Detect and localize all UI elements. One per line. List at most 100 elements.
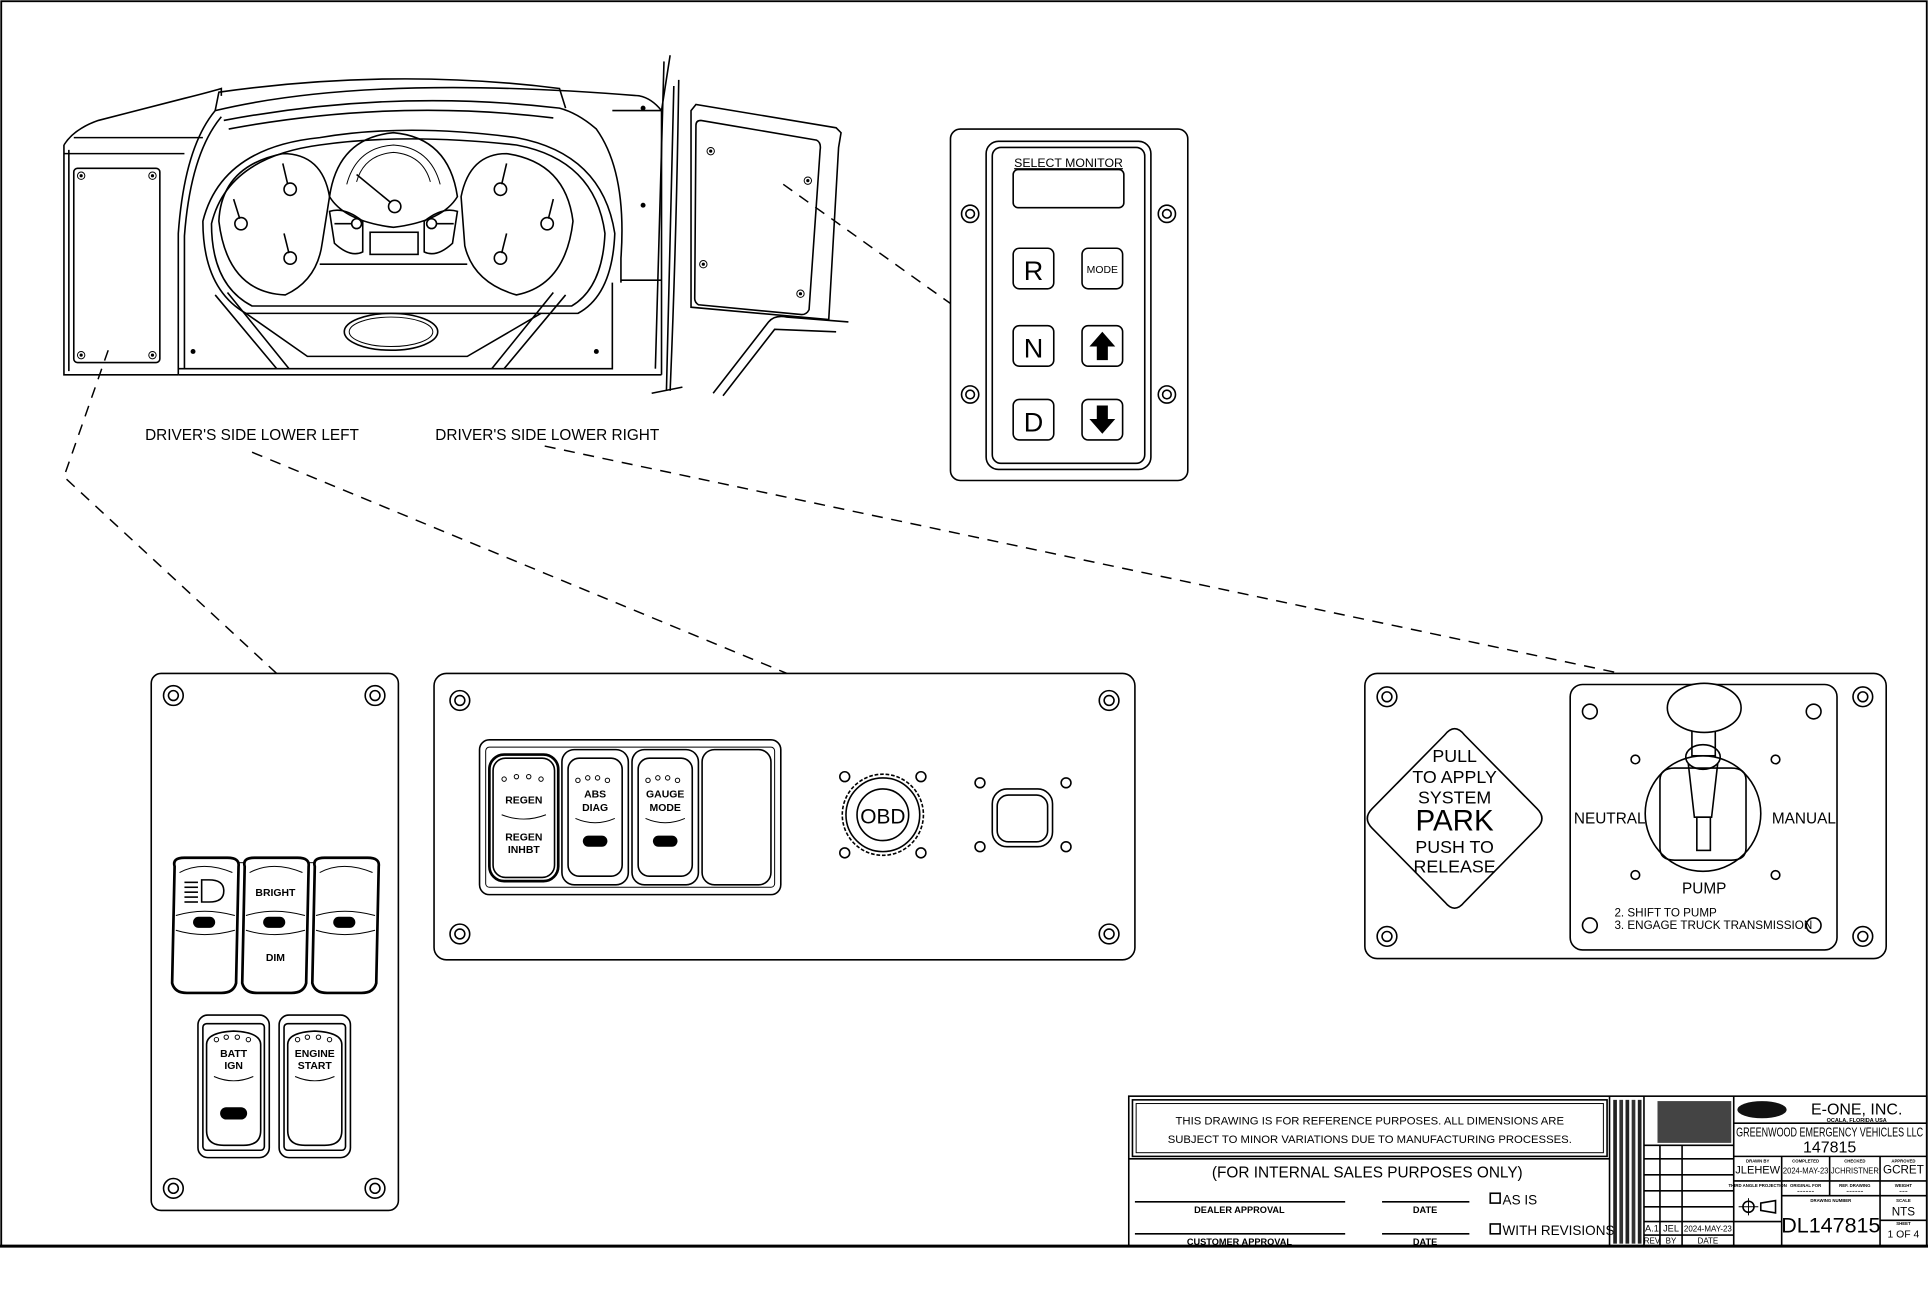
- diagnostic-connector[interactable]: [974, 777, 1072, 853]
- headlight-icon: [184, 879, 225, 903]
- company-name: E-ONE, INC.: [1811, 1102, 1902, 1119]
- obd-port[interactable]: OBD: [839, 770, 927, 859]
- scale-label: SCALE: [1896, 1198, 1911, 1203]
- weight-label: WEIGHT: [1895, 1183, 1913, 1188]
- bright-dim-rocker-switch[interactable]: BRIGHT DIM: [240, 856, 311, 995]
- customer-date-label: DATE: [1413, 1237, 1437, 1247]
- revision-rev: A.1: [1645, 1223, 1659, 1233]
- gauge-mode-switch[interactable]: GAUGE MODE: [631, 748, 700, 886]
- shift-button-d-label: D: [1024, 407, 1044, 437]
- original-for-label: ORIGINAL FOR: [1790, 1183, 1822, 1188]
- regen-label: REGEN: [505, 796, 542, 807]
- park-brake-knob[interactable]: PULL TO APPLY SYSTEM PARK PUSH TO RELEAS…: [1366, 727, 1543, 909]
- shift-button-r[interactable]: R: [1012, 247, 1055, 290]
- select-monitor-panel: SELECT MONITOR R MODE N D: [949, 128, 1189, 482]
- shift-down-button[interactable]: [1081, 398, 1124, 441]
- shift-button-r-label: R: [1024, 256, 1044, 286]
- label-lower-left: DRIVER'S SIDE LOWER LEFT: [145, 427, 359, 444]
- customer-name: GREENWOOD EMERGENCY VEHICLES LLC: [1736, 1125, 1923, 1140]
- fine-print-strip: [1613, 1099, 1642, 1244]
- e-one-logo: [1737, 1101, 1787, 1119]
- batt-ign-rocker-switch[interactable]: BATT IGN: [197, 1014, 271, 1159]
- as-is-label: AS IS: [1503, 1192, 1538, 1207]
- select-monitor-title: SELECT MONITOR: [1014, 156, 1123, 170]
- label-lower-right: DRIVER'S SIDE LOWER RIGHT: [435, 427, 660, 444]
- scale-value: NTS: [1892, 1205, 1916, 1218]
- internal-sales-note: (FOR INTERNAL SALES PURPOSES ONLY): [1212, 1164, 1523, 1181]
- shift-button-d[interactable]: D: [1012, 398, 1055, 441]
- job-number: 147815: [1803, 1140, 1856, 1157]
- arrow-up-icon: [1089, 331, 1116, 361]
- right-gauge-face: [460, 152, 574, 296]
- regen-inhbt-line1: REGEN: [505, 833, 542, 844]
- disclaimer-line-2: SUBJECT TO MINOR VARIATIONS DUE TO MANUF…: [1168, 1134, 1572, 1146]
- engine-start-rocker-switch[interactable]: ENGINE START: [278, 1014, 352, 1159]
- headlight-rocker-switch[interactable]: [170, 856, 240, 995]
- drawn-by-label: DRAWN BY: [1746, 1159, 1770, 1164]
- as-is-checkbox[interactable]: AS IS: [1489, 1192, 1538, 1207]
- shift-button-n[interactable]: N: [1012, 324, 1055, 368]
- park-text-system: SYSTEM: [1418, 788, 1491, 808]
- shift-up-button[interactable]: [1081, 324, 1124, 368]
- lower-right-access-panel: [693, 119, 822, 316]
- customer-approval-label: CUSTOMER APPROVAL: [1187, 1237, 1293, 1247]
- engine-label: ENGINE: [295, 1049, 335, 1060]
- rev-header: REV: [1644, 1237, 1661, 1246]
- original-for: ------: [1797, 1185, 1814, 1195]
- third-angle-projection-icon: [1738, 1198, 1777, 1216]
- sheet-label: SHEET: [1896, 1221, 1911, 1226]
- pto-pump-label: PUMP: [1682, 880, 1726, 897]
- with-revisions-label: WITH REVISIONS: [1503, 1223, 1615, 1238]
- projection-label: THIRD ANGLE PROJECTION: [1729, 1183, 1787, 1188]
- cluster-display: [369, 231, 419, 256]
- abs-label: ABS: [584, 790, 606, 801]
- pto-neutral-label: NEUTRAL: [1574, 810, 1646, 827]
- revision-table: A.1 JEL 2024-MAY-23 REV BY DATE: [1644, 1101, 1734, 1247]
- mode-button[interactable]: MODE: [1081, 247, 1124, 290]
- blank-rocker-switch[interactable]: [310, 856, 381, 995]
- regen-inhbt-line2: INHBT: [508, 845, 541, 856]
- cluster-emblem: [343, 312, 439, 352]
- pto-manual-label: MANUAL: [1772, 810, 1836, 827]
- regen-switch[interactable]: REGEN REGEN INHBT: [488, 753, 560, 883]
- park-text-to-apply: TO APPLY: [1412, 767, 1497, 787]
- drawn-by: JLEHEW: [1735, 1165, 1780, 1177]
- dealer-approval-label: DEALER APPROVAL: [1194, 1205, 1285, 1215]
- diag-label: DIAG: [582, 803, 608, 814]
- drawing-number: DL147815: [1781, 1214, 1880, 1238]
- with-revisions-checkbox[interactable]: WITH REVISIONS: [1489, 1223, 1615, 1238]
- ref-drawing: ------: [1846, 1185, 1863, 1195]
- abs-diag-switch[interactable]: ABS DIAG: [561, 748, 630, 886]
- completed-date: 2024-MAY-23: [1783, 1166, 1829, 1176]
- arrow-down-icon: [1089, 405, 1116, 434]
- blank-switch-slot: [701, 748, 772, 886]
- left-gauge-face: [218, 152, 331, 296]
- leader-lines: [63, 183, 1621, 675]
- ref-drawing-label: REF. DRAWING: [1839, 1183, 1871, 1188]
- company-location: OCALA, FLORIDA USA: [1827, 1118, 1887, 1124]
- revision-by: JEL: [1663, 1223, 1679, 1233]
- park-text-pull: PULL: [1432, 746, 1477, 766]
- batt-label: BATT: [220, 1049, 248, 1060]
- date-header: DATE: [1698, 1237, 1719, 1246]
- lower-right-switch-panel: REGEN REGEN INHBT ABS DIAG GAUGE MODE: [433, 672, 1136, 961]
- mode-button-label: MODE: [1087, 265, 1118, 276]
- lower-left-switch-panel: BRIGHT DIM BATT IGN ENGINE STAR: [150, 672, 400, 1212]
- approved-label: APPROVED: [1891, 1159, 1915, 1164]
- disclaimer-line-1: THIS DRAWING IS FOR REFERENCE PURPOSES. …: [1176, 1115, 1565, 1127]
- center-gauge-face: [328, 131, 459, 229]
- gauge-label: GAUGE: [646, 790, 684, 801]
- lower-left-access-panel: [72, 167, 161, 364]
- drawing-number-label: DRAWING NUMBER: [1810, 1198, 1852, 1203]
- pto-shift-lever[interactable]: [1644, 682, 1762, 873]
- revision-date: 2024-MAY-23: [1684, 1224, 1733, 1233]
- mount-holes: [960, 204, 1177, 404]
- park-pto-panel: PULL TO APPLY SYSTEM PARK PUSH TO RELEAS…: [1364, 672, 1887, 960]
- sheet-number: 1 OF 4: [1887, 1229, 1919, 1240]
- by-header: BY: [1666, 1237, 1677, 1246]
- obd-label: OBD: [860, 805, 905, 828]
- dim-label: DIM: [266, 953, 285, 964]
- drawing-border: [0, 0, 1928, 1248]
- pto-instruction-2: 2. SHIFT TO PUMP: [1614, 907, 1717, 920]
